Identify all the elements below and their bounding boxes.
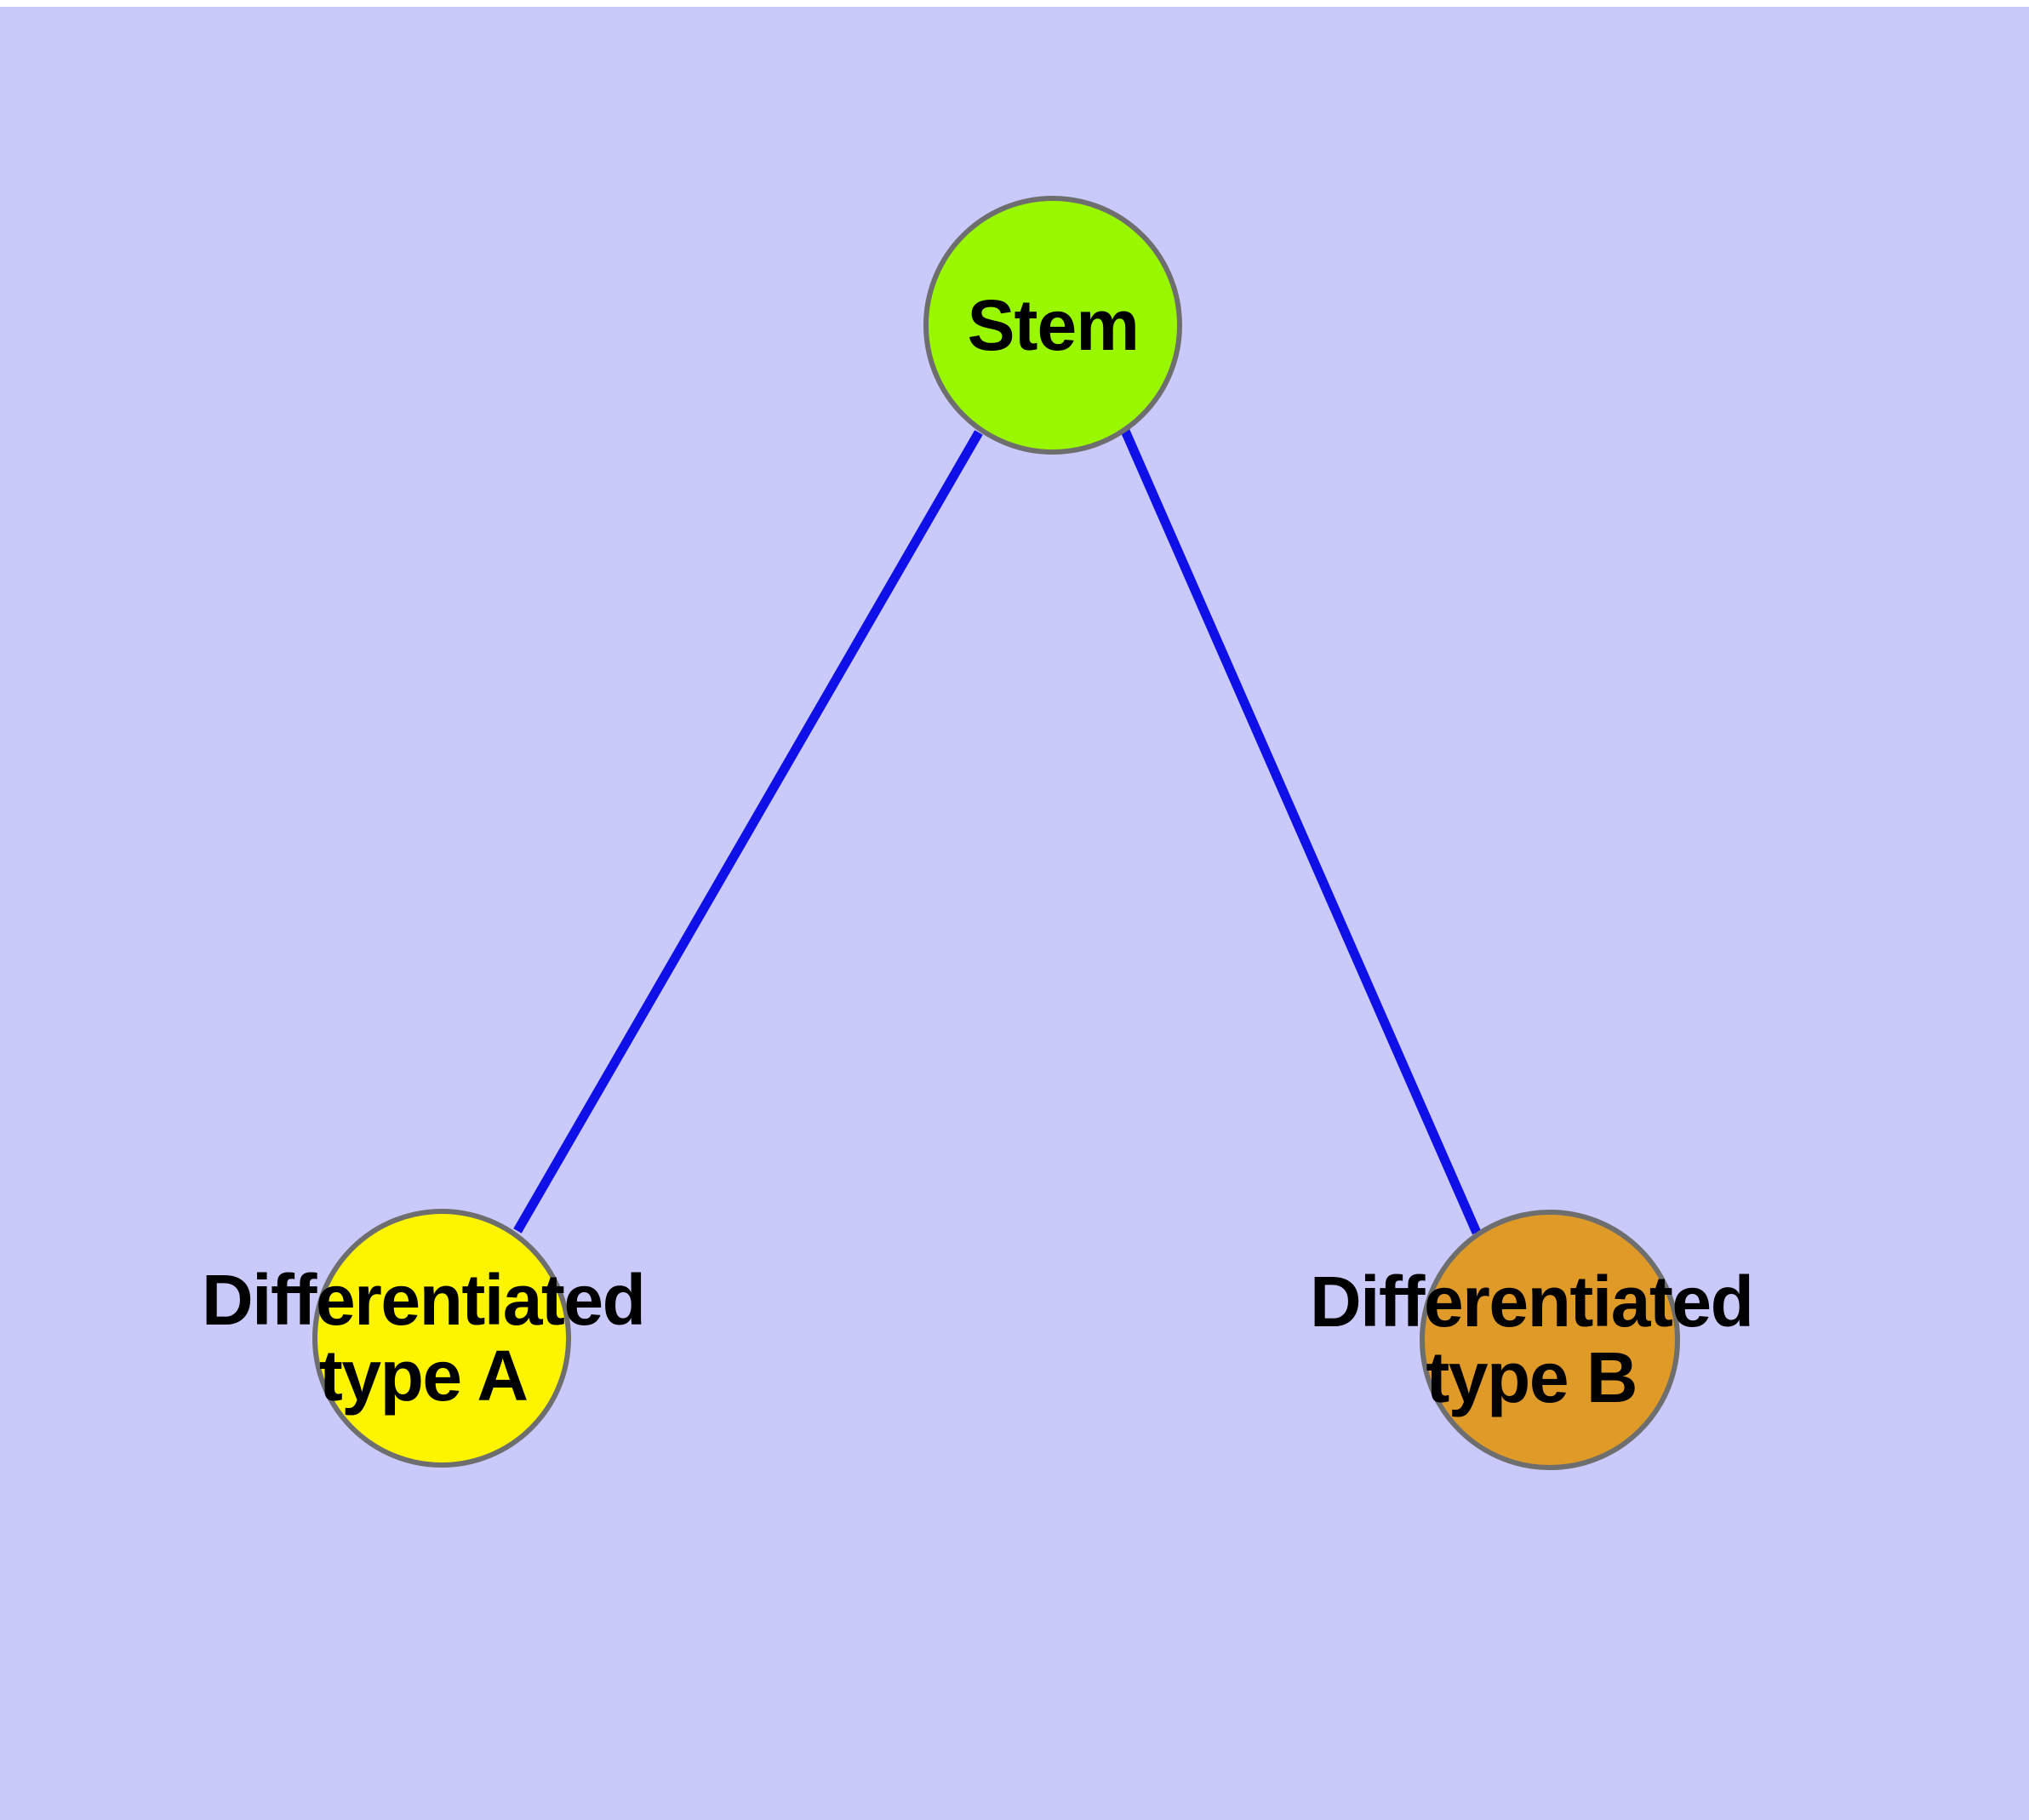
graph-node-stem[interactable] <box>923 196 1182 455</box>
edges-layer <box>513 428 1482 1235</box>
graph-edge <box>1120 428 1482 1235</box>
graph-svg <box>312 196 1680 1470</box>
graph-node-diff_a[interactable] <box>312 1209 571 1468</box>
nodes-layer <box>312 196 1680 1470</box>
graph-node-diff_b[interactable] <box>1420 1210 1680 1470</box>
graph-edge <box>513 430 983 1233</box>
